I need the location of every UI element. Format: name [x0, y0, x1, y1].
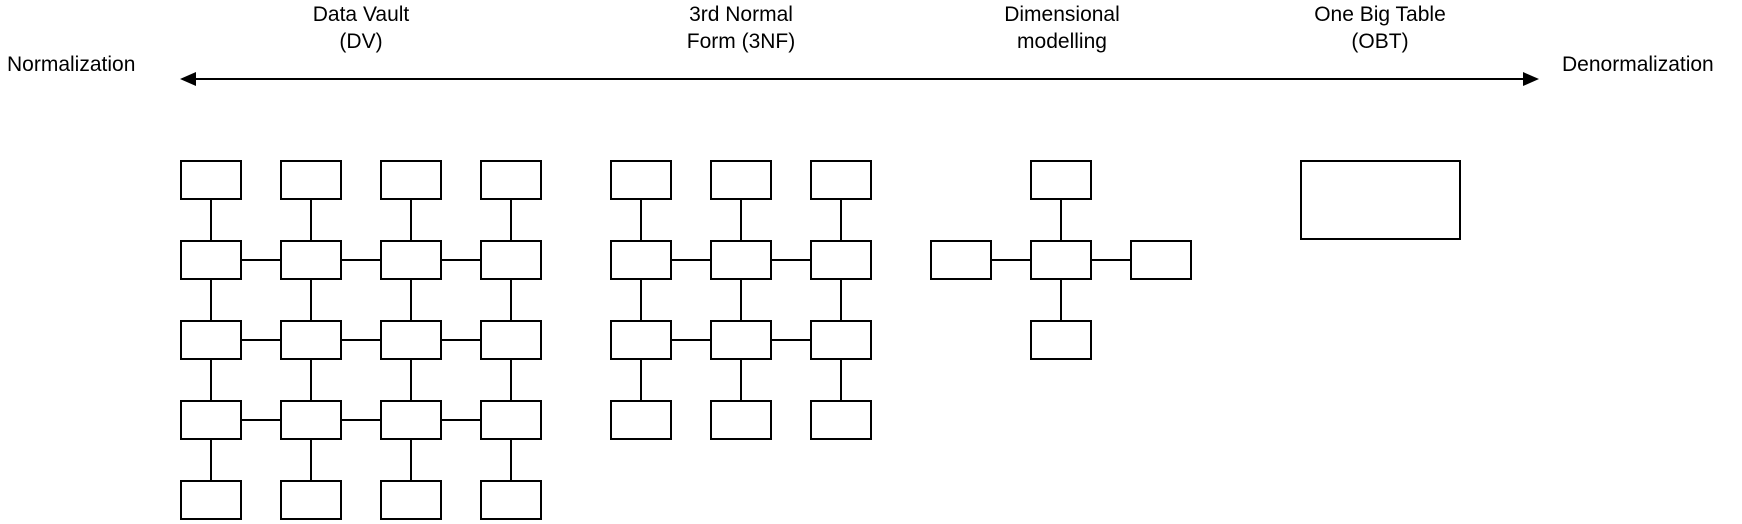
data-vault-schema-table-box: [380, 400, 442, 440]
arrow-line: [196, 78, 1523, 80]
data-vault-schema-table-box: [280, 240, 342, 280]
third-normal-form-schema-table-box: [710, 160, 772, 200]
connector-line: [410, 360, 412, 400]
connector-line: [210, 360, 212, 400]
dimensional-star-schema-table-box: [1030, 160, 1092, 200]
data-vault-schema-table-box: [280, 480, 342, 520]
connector-line: [840, 200, 842, 240]
data-vault-schema-table-box: [480, 320, 542, 360]
connector-line: [442, 419, 480, 421]
connector-line: [510, 200, 512, 240]
label-line: (OBT): [1351, 30, 1409, 53]
label-dimensional-modelling: Dimensional modelling: [952, 1, 1172, 55]
connector-line: [342, 419, 380, 421]
connector-line: [442, 339, 480, 341]
connector-line: [740, 200, 742, 240]
connector-line: [1092, 259, 1130, 261]
connector-line: [342, 339, 380, 341]
third-normal-form-schema-table-box: [810, 240, 872, 280]
connector-line: [772, 259, 810, 261]
connector-line: [310, 360, 312, 400]
data-vault-schema-table-box: [180, 480, 242, 520]
label-line: 3rd Normal: [689, 3, 793, 26]
label-line: Form (3NF): [686, 30, 796, 53]
data-vault-schema-table-box: [280, 160, 342, 200]
dimensional-star-schema-table-box: [1030, 240, 1092, 280]
third-normal-form-schema-table-box: [810, 160, 872, 200]
label-data-vault: Data Vault (DV): [251, 1, 471, 55]
third-normal-form-schema-table-box: [710, 400, 772, 440]
connector-line: [740, 360, 742, 400]
data-vault-schema-table-box: [480, 400, 542, 440]
one-big-table-table-box: [1300, 160, 1461, 240]
connector-line: [1060, 280, 1062, 320]
connector-line: [672, 259, 710, 261]
connector-line: [210, 280, 212, 320]
data-vault-schema-table-box: [380, 320, 442, 360]
label-line: Data Vault: [312, 3, 410, 26]
connector-line: [242, 339, 280, 341]
connector-line: [740, 280, 742, 320]
axis-left-label: Normalization: [7, 53, 136, 76]
dimensional-star-schema-table-box: [930, 240, 992, 280]
connector-line: [510, 360, 512, 400]
connector-line: [772, 339, 810, 341]
connector-line: [840, 360, 842, 400]
connector-line: [310, 440, 312, 480]
data-vault-schema-table-box: [480, 160, 542, 200]
third-normal-form-schema-table-box: [710, 240, 772, 280]
data-vault-schema-table-box: [280, 400, 342, 440]
connector-line: [1060, 200, 1062, 240]
data-vault-schema-table-box: [380, 160, 442, 200]
connector-line: [410, 280, 412, 320]
connector-line: [210, 200, 212, 240]
data-vault-schema-table-box: [180, 160, 242, 200]
axis-right-label: Denormalization: [1562, 53, 1714, 76]
arrow-right-head-icon: [1523, 72, 1539, 86]
connector-line: [510, 280, 512, 320]
third-normal-form-schema-table-box: [610, 320, 672, 360]
connector-line: [210, 440, 212, 480]
data-vault-schema-table-box: [480, 240, 542, 280]
arrow-left-head-icon: [180, 72, 196, 86]
data-vault-schema-table-box: [180, 320, 242, 360]
connector-line: [410, 440, 412, 480]
connector-line: [310, 200, 312, 240]
connector-line: [242, 419, 280, 421]
third-normal-form-schema-table-box: [610, 400, 672, 440]
connector-line: [242, 259, 280, 261]
dimensional-star-schema-table-box: [1030, 320, 1092, 360]
connector-line: [640, 360, 642, 400]
connector-line: [840, 280, 842, 320]
third-normal-form-schema-table-box: [610, 240, 672, 280]
data-vault-schema-table-box: [380, 480, 442, 520]
data-vault-schema-table-box: [280, 320, 342, 360]
connector-line: [342, 259, 380, 261]
label-line: (DV): [339, 30, 383, 53]
label-line: modelling: [1017, 30, 1107, 53]
connector-line: [672, 339, 710, 341]
data-vault-schema-table-box: [380, 240, 442, 280]
connector-line: [442, 259, 480, 261]
label-line: Dimensional: [1004, 3, 1120, 26]
data-vault-schema-table-box: [180, 240, 242, 280]
label-one-big-table: One Big Table (OBT): [1270, 1, 1490, 55]
third-normal-form-schema-table-box: [710, 320, 772, 360]
connector-line: [640, 280, 642, 320]
label-line: One Big Table: [1314, 3, 1446, 26]
third-normal-form-schema-table-box: [610, 160, 672, 200]
data-vault-schema-table-box: [180, 400, 242, 440]
connector-line: [310, 280, 312, 320]
connector-line: [640, 200, 642, 240]
label-third-normal-form: 3rd Normal Form (3NF): [631, 1, 851, 55]
connector-line: [510, 440, 512, 480]
dimensional-star-schema-table-box: [1130, 240, 1192, 280]
connector-line: [410, 200, 412, 240]
connector-line: [992, 259, 1030, 261]
third-normal-form-schema-table-box: [810, 400, 872, 440]
data-vault-schema-table-box: [480, 480, 542, 520]
third-normal-form-schema-table-box: [810, 320, 872, 360]
